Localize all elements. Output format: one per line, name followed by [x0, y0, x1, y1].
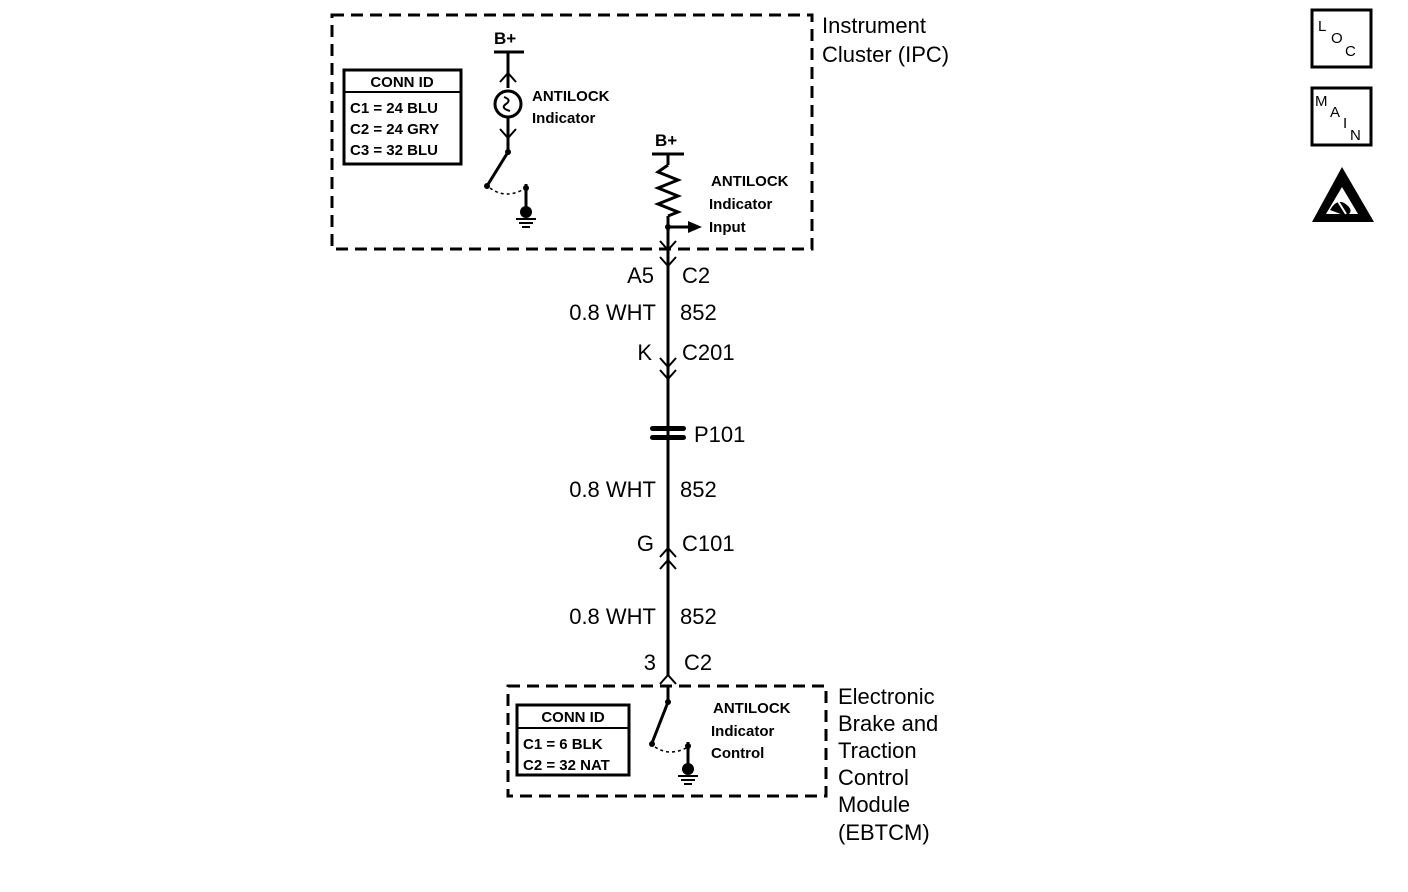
ebtcm-conn-id-row: C2 = 32 NAT	[523, 757, 610, 774]
bplus-lamp-label: B+	[494, 29, 516, 48]
ebtcm-connector-id: C2	[684, 650, 712, 675]
main-letter: N	[1350, 127, 1361, 144]
ipc-connector-id: C2	[682, 263, 710, 288]
c201-pin: K	[637, 340, 652, 365]
ipc-conn-id-row: C1 = 24 BLU	[350, 100, 438, 117]
main-icon[interactable]: M A I N	[1310, 86, 1373, 147]
lamp-label-1: ANTILOCK	[532, 88, 610, 105]
antilock-input-circuit: B+ ANTILOCK Indicator Input	[652, 131, 789, 262]
input-arrow-icon	[688, 221, 702, 233]
connector-chevron-icon	[659, 673, 677, 685]
connector-chevron-icon	[659, 256, 677, 268]
input-label-3: Input	[709, 219, 746, 236]
connector-chevron-icon	[499, 71, 517, 83]
main-letter: I	[1343, 115, 1347, 132]
main-letter: M	[1315, 93, 1328, 110]
connector-chevron-icon	[659, 240, 677, 252]
bplus-input-label: B+	[655, 131, 677, 150]
ctrl-label-2: Indicator	[711, 723, 775, 740]
ebtcm-title-line: Brake and	[838, 711, 938, 736]
circuit-number: 852	[680, 300, 717, 325]
ebtcm-conn-id-row: C1 = 6 BLK	[523, 736, 603, 753]
c101-connector-id: C101	[682, 531, 735, 556]
circuit-number: 852	[680, 477, 717, 502]
ipc-conn-id-row: C2 = 24 GRY	[350, 121, 439, 138]
ebtcm-title-line: (EBTCM)	[838, 820, 930, 845]
connector-chevron-icon	[659, 357, 677, 369]
ipc-conn-id-header: CONN ID	[370, 74, 434, 91]
antilock-lamp-circuit: B+ ANTILOCK Indicator	[484, 29, 610, 228]
circuit-number: 852	[680, 604, 717, 629]
ipc-title-line2: Cluster (IPC)	[822, 42, 949, 67]
loc-letter: C	[1345, 43, 1356, 60]
lamp-bulb-icon	[493, 89, 523, 119]
ipc-title-line1: Instrument	[822, 13, 926, 38]
loc-letter: O	[1331, 30, 1343, 47]
connector-chevron-icon	[659, 369, 677, 381]
ebtcm-conn-id-header: CONN ID	[541, 709, 605, 726]
esd-warning-icon	[1312, 167, 1374, 222]
ebtcm-title-line: Electronic	[838, 684, 935, 709]
ebtcm-connector-pin: 3	[644, 650, 656, 675]
lamp-driver-switch	[485, 151, 510, 187]
c201-connector-id: C201	[682, 340, 735, 365]
wire-size-color: 0.8 WHT	[569, 604, 656, 629]
ebtcm-title-line: Control	[838, 765, 909, 790]
loc-letter: L	[1318, 18, 1326, 35]
connector-chevron-icon	[499, 128, 517, 140]
ipc-conn-id-row: C3 = 32 BLU	[350, 142, 438, 159]
antilock-control-switch: ANTILOCK Indicator Control	[649, 686, 791, 785]
connector-chevron-icon	[659, 546, 677, 558]
pullup-resistor-icon	[653, 163, 683, 218]
main-letter: A	[1330, 104, 1340, 121]
splice-pack-icon	[650, 426, 686, 431]
ebtcm-conn-id-table: CONN ID C1 = 6 BLK C2 = 32 NAT	[515, 703, 631, 777]
c101-pin: G	[637, 531, 654, 556]
ebtcm-title-line: Traction	[838, 738, 917, 763]
lamp-label-2: Indicator	[532, 110, 596, 127]
connector-chevron-icon	[659, 558, 677, 570]
ipc-conn-id-table: CONN ID C1 = 24 BLU C2 = 24 GRY C3 = 32 …	[342, 68, 463, 166]
ipc-module-box	[330, 13, 814, 251]
input-label-1: ANTILOCK	[711, 173, 789, 190]
ebtcm-title-line: Module	[838, 792, 910, 817]
ctrl-label-3: Control	[711, 745, 764, 762]
ipc-connector-pin: A5	[627, 263, 654, 288]
loc-icon[interactable]: L O C	[1310, 8, 1373, 69]
harness-circuit-852: A5 C2 0.8 WHT 852 K C201 P101 0.8 WHT 85…	[569, 256, 745, 685]
input-label-2: Indicator	[709, 196, 773, 213]
splice-pack-id: P101	[694, 422, 745, 447]
wire-size-color: 0.8 WHT	[569, 477, 656, 502]
ctrl-label-1: ANTILOCK	[713, 700, 791, 717]
wire-size-color: 0.8 WHT	[569, 300, 656, 325]
